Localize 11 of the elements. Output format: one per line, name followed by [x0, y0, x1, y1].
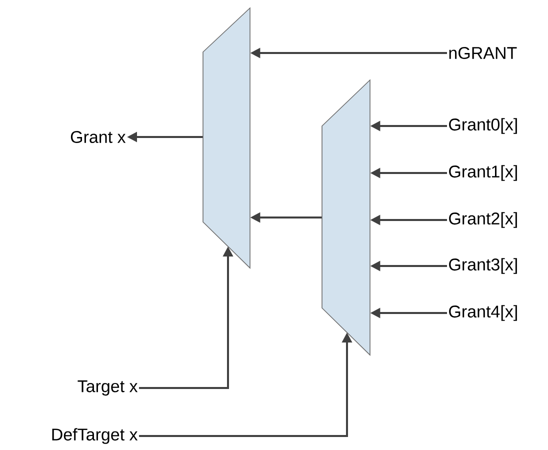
signal-label: Grant x: [70, 130, 126, 144]
signal-label: nGRANT: [449, 46, 517, 60]
signal-label: Grant3[x]: [449, 258, 517, 274]
signal-label: Grant4[x]: [449, 305, 517, 321]
signal-label: DefTarget x: [52, 428, 138, 444]
signal-label: Grant0[x]: [449, 118, 517, 134]
signal-label: Grant1[x]: [449, 165, 517, 181]
signal-label: Grant2[x]: [449, 212, 517, 228]
signal-label: Target x: [78, 380, 138, 396]
mux-trapezoid: [202, 7, 250, 269]
mux-trapezoid: [322, 79, 370, 356]
